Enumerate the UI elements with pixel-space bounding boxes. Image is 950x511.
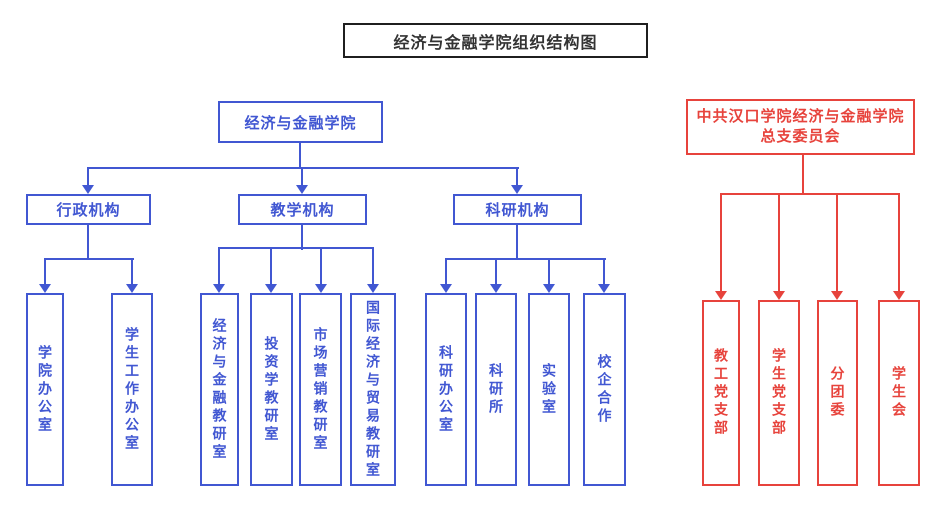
connector-line xyxy=(270,247,272,286)
connector-line xyxy=(87,167,519,169)
node-intl-trade-teaching-office: 国际经济与贸易教研室 xyxy=(350,293,396,486)
arrow-down-icon xyxy=(773,291,785,300)
arrow-down-icon xyxy=(893,291,905,300)
connector-line xyxy=(495,258,497,286)
arrow-down-icon xyxy=(296,185,308,194)
arrow-down-icon xyxy=(598,284,610,293)
connector-line xyxy=(603,258,605,286)
node-teaching-branch: 教学机构 xyxy=(238,194,367,225)
connector-line xyxy=(445,258,606,260)
connector-line xyxy=(802,155,804,195)
arrow-down-icon xyxy=(543,284,555,293)
connector-line xyxy=(44,258,46,286)
connector-line xyxy=(836,193,838,293)
party-root-line2: 总支委员会 xyxy=(760,128,841,145)
chart-title: 经济与金融学院组织结构图 xyxy=(343,23,648,58)
arrow-down-icon xyxy=(39,284,51,293)
connector-line xyxy=(301,225,303,250)
arrow-down-icon xyxy=(126,284,138,293)
node-student-party-branch: 学生党支部 xyxy=(758,300,800,486)
connector-line xyxy=(299,143,301,169)
node-school-enterprise-coop: 校企合作 xyxy=(583,293,626,486)
connector-line xyxy=(87,225,89,260)
connector-line xyxy=(218,247,374,249)
arrow-down-icon xyxy=(82,185,94,194)
connector-line xyxy=(218,247,220,286)
connector-line xyxy=(44,258,134,260)
connector-line xyxy=(516,167,518,187)
connector-line xyxy=(301,167,303,187)
connector-line xyxy=(778,193,780,293)
node-youth-league-committee: 分团委 xyxy=(817,300,858,486)
arrow-down-icon xyxy=(315,284,327,293)
party-root-line1: 中共汉口学院经济与金融学院 xyxy=(696,107,905,125)
node-research-institute: 科研所 xyxy=(475,293,517,486)
connector-line xyxy=(372,247,374,286)
arrow-down-icon xyxy=(213,284,225,293)
node-laboratory: 实验室 xyxy=(528,293,570,486)
node-marketing-teaching-office: 市场营销教研室 xyxy=(299,293,342,486)
arrow-down-icon xyxy=(511,185,523,194)
node-party-committee-root: 中共汉口学院经济与金融学院 总支委员会 xyxy=(686,99,915,155)
arrow-down-icon xyxy=(440,284,452,293)
arrow-down-icon xyxy=(265,284,277,293)
connector-line xyxy=(720,193,900,195)
connector-line xyxy=(445,258,447,286)
arrow-down-icon xyxy=(715,291,727,300)
node-research-office: 科研办公室 xyxy=(425,293,467,486)
connector-line xyxy=(898,193,900,293)
node-college-office: 学院办公室 xyxy=(26,293,64,486)
connector-line xyxy=(87,167,89,187)
connector-line xyxy=(720,193,722,293)
arrow-down-icon xyxy=(490,284,502,293)
arrow-down-icon xyxy=(831,291,843,300)
node-research-branch: 科研机构 xyxy=(453,194,582,225)
node-investment-teaching-office: 投资学教研室 xyxy=(250,293,293,486)
connector-line xyxy=(320,247,322,286)
connector-line xyxy=(131,258,133,286)
connector-line xyxy=(548,258,550,286)
arrow-down-icon xyxy=(367,284,379,293)
node-college-root: 经济与金融学院 xyxy=(218,101,383,143)
node-econ-finance-teaching-office: 经济与金融教研室 xyxy=(200,293,239,486)
node-faculty-party-branch: 教工党支部 xyxy=(702,300,740,486)
node-admin-branch: 行政机构 xyxy=(26,194,151,225)
node-student-work-office: 学生工作办公室 xyxy=(111,293,153,486)
node-student-union: 学生会 xyxy=(878,300,920,486)
connector-line xyxy=(516,225,518,260)
